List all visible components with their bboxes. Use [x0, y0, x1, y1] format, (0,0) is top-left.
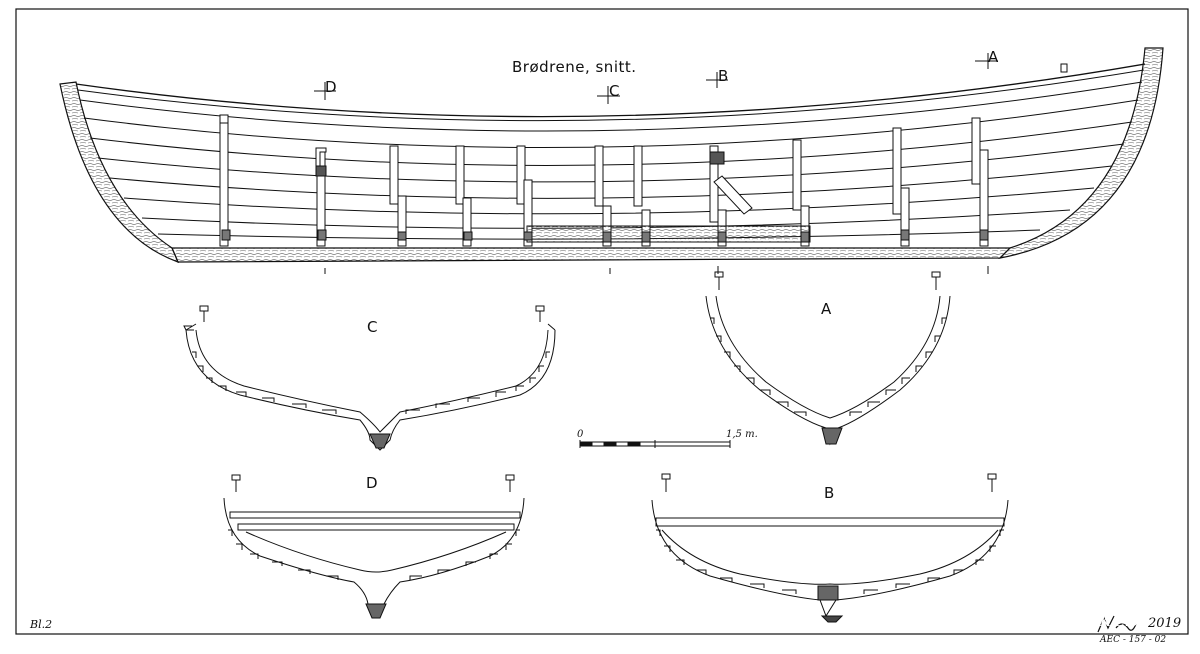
scale-end-label: 1,5 m.: [726, 429, 758, 440]
drawing-title: Brødrene, snitt.: [512, 58, 637, 76]
signature-text: K.Elo: [1100, 614, 1139, 630]
sheet-border: [15, 8, 1189, 635]
sheet-number: Bl.2: [30, 618, 53, 631]
cross-section-b: [651, 473, 1009, 623]
section-label-d: D: [366, 474, 378, 492]
archive-code: AEC - 157 - 02: [1100, 635, 1167, 645]
scale-start-label: 0: [577, 429, 584, 440]
keel: [171, 247, 1012, 263]
section-cut-markers: [314, 53, 998, 104]
section-label-c: C: [367, 318, 378, 336]
cross-section-d: [223, 474, 525, 619]
marker-label-c: C: [609, 82, 620, 100]
section-label-a: A: [821, 300, 832, 318]
marker-label-b: B: [718, 67, 729, 85]
hull-profile: [59, 47, 1164, 274]
stern-post: [59, 81, 180, 264]
cross-section-c: [183, 305, 556, 451]
section-label-b: B: [824, 484, 835, 502]
cross-section-a: [705, 271, 951, 446]
signature-mark: [1097, 615, 1137, 633]
signature-year: 2019: [1148, 616, 1182, 631]
scale-bar: [579, 440, 731, 448]
marker-label-a: A: [988, 48, 999, 66]
marker-label-d: D: [325, 78, 337, 96]
